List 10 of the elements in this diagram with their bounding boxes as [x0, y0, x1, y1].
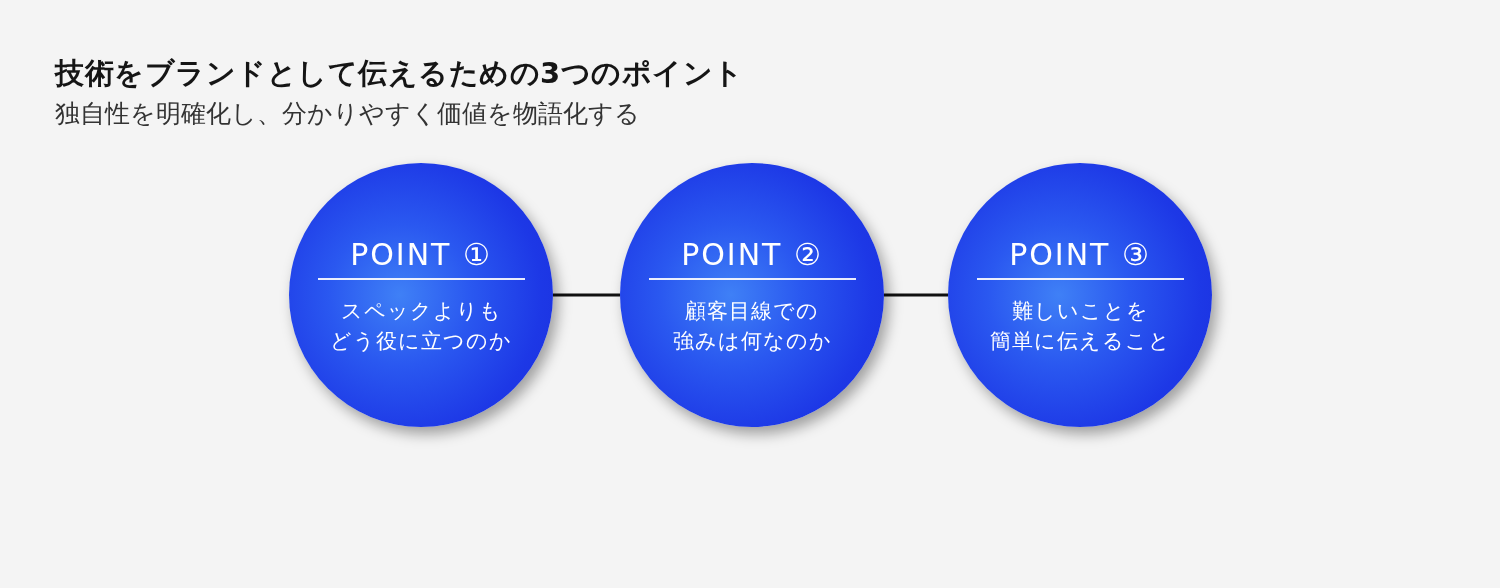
point-description: スペックよりもどう役に立つのか	[329, 298, 513, 355]
point-description: 顧客目線での強みは何なのか	[671, 298, 833, 355]
point-heading: POINT ①	[350, 236, 492, 274]
point-heading: POINT ③	[1009, 236, 1151, 274]
connector-line	[884, 293, 948, 297]
subtitle-text: 独自性を明確化し、分かりやすく価値を物語化する	[55, 98, 640, 130]
connector-line	[553, 293, 620, 297]
point-description: 難しいことを簡単に伝えること	[988, 298, 1172, 355]
point-heading: POINT ②	[681, 236, 823, 274]
diagram-title: 技術をブランドとして伝えるための3つのポイント	[55, 55, 744, 92]
